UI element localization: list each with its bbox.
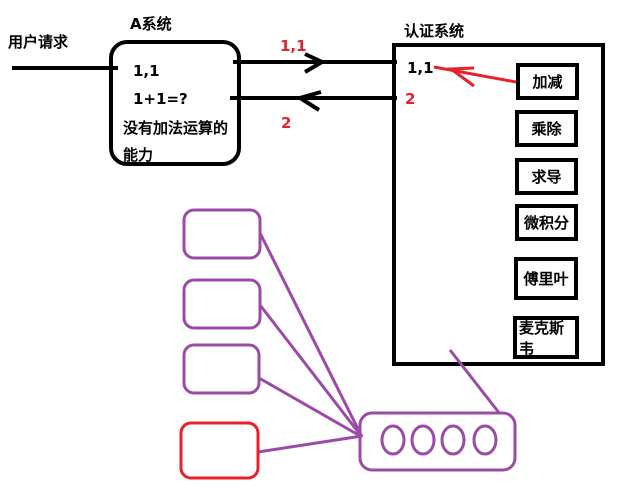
- function-box-calculus: 微积分: [515, 204, 578, 241]
- connector-4: [257, 434, 363, 454]
- a-system-input: 1,1: [133, 62, 160, 80]
- pool-circle-1: [380, 424, 406, 456]
- pool-circle-2: [410, 424, 436, 456]
- response-value-label: 2: [281, 114, 292, 132]
- pool-circle-3: [440, 424, 466, 456]
- client-box-1: [182, 208, 262, 260]
- a-system-note-line1: 没有加法运算的: [123, 119, 229, 137]
- a-system-box: [109, 40, 241, 166]
- red-call-arrowhead: [446, 66, 475, 88]
- function-box-multiply-divide: 乘除: [515, 110, 578, 147]
- pool-to-auth-connector: [448, 349, 502, 415]
- function-box-derivative: 求导: [515, 158, 578, 195]
- a-system-note-line2: 能力: [123, 146, 154, 164]
- response-arrowhead: [295, 90, 322, 112]
- connector-1: [258, 232, 364, 438]
- user-request-label: 用户请求: [8, 33, 69, 51]
- connector-3: [258, 376, 363, 439]
- red-call-arrow-line: [433, 65, 517, 84]
- function-box-add-subtract: 加减: [516, 63, 579, 100]
- request-value-label: 1,1: [280, 37, 307, 55]
- client-box-4-highlighted: [179, 421, 260, 480]
- a-system-title: A系统: [130, 15, 172, 33]
- connector-arrow-tip: [355, 431, 362, 438]
- auth-result-value: 2: [405, 90, 416, 108]
- a-system-question: 1+1=?: [133, 90, 188, 108]
- function-box-fourier: 傅里叶: [514, 257, 578, 300]
- auth-system-title: 认证系统: [404, 22, 465, 40]
- client-box-3: [182, 343, 261, 395]
- request-arrowhead: [303, 52, 327, 74]
- pool-box: [358, 411, 517, 472]
- pool-circle-4: [472, 424, 498, 456]
- connector-2: [258, 304, 364, 438]
- client-box-2: [182, 278, 262, 330]
- auth-received-value: 1,1: [407, 59, 434, 77]
- function-box-maxwell: 麦克斯韦: [513, 316, 579, 359]
- auth-system-box: [392, 43, 605, 366]
